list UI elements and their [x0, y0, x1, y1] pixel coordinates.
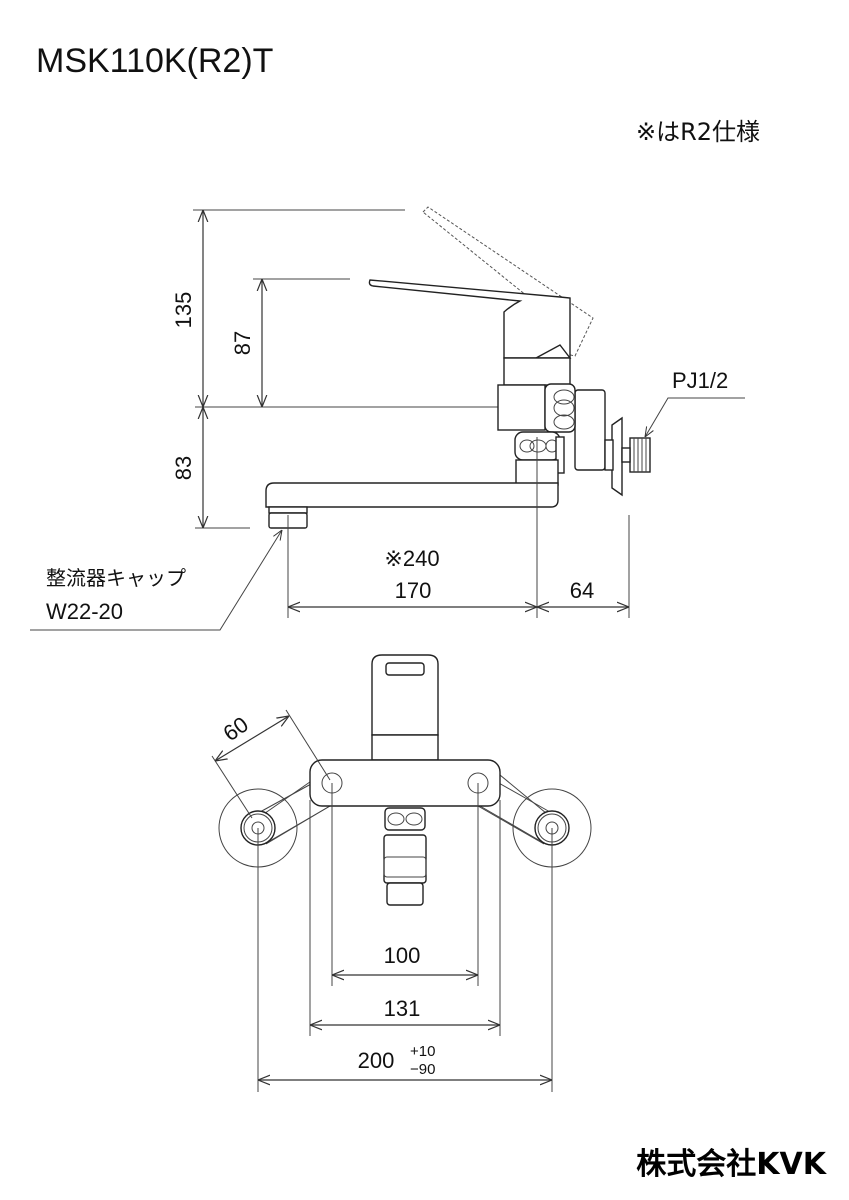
connector-bar: [309, 759, 501, 807]
aerator-cap-label: 整流器キャップ: [46, 566, 186, 590]
center-distance-label: 200: [358, 1048, 395, 1073]
wall-offset-label: 64: [570, 578, 594, 603]
body-neck: [503, 357, 571, 386]
bar-width-label: 131: [384, 996, 421, 1021]
spout-length-label: 170: [395, 578, 432, 603]
spout-top: [383, 834, 427, 884]
hex-nut: [544, 383, 576, 433]
body-top: [371, 734, 439, 761]
tolerance-minus: −90: [410, 1061, 435, 1078]
spout: [265, 482, 559, 508]
spout-nut-top: [384, 807, 426, 831]
height-spout-label: 83: [171, 456, 196, 480]
model-title: MSK110K(R2)T: [36, 42, 273, 80]
company-logo: 株式会社KVK: [636, 1147, 827, 1182]
height-lever-label: 87: [230, 331, 255, 355]
tolerance-plus: +10: [410, 1043, 435, 1060]
lever-handle: [368, 279, 571, 359]
connection-label: PJ1/2: [672, 368, 728, 393]
height-total-label: 135: [171, 292, 196, 329]
elbow-pipe: [604, 439, 614, 471]
hole-pitch-label: 100: [384, 943, 421, 968]
body-nut: [497, 384, 546, 431]
aerator-size-label: W22-20: [46, 599, 123, 624]
spout-length-r2-label: ※240: [384, 546, 439, 571]
wall-elbow: [574, 389, 606, 471]
top-view: 100 131 200 +10 −90 60: [211, 654, 592, 1092]
aerator-top: [386, 882, 424, 906]
side-view: 135 87 83 ※240 170 64 PJ1/2: [30, 206, 745, 631]
dimension-60: [215, 716, 289, 761]
r2-spec-note: ※はR2仕様: [636, 118, 760, 146]
wall-flange: [611, 416, 623, 497]
thread-connector: [629, 437, 651, 473]
